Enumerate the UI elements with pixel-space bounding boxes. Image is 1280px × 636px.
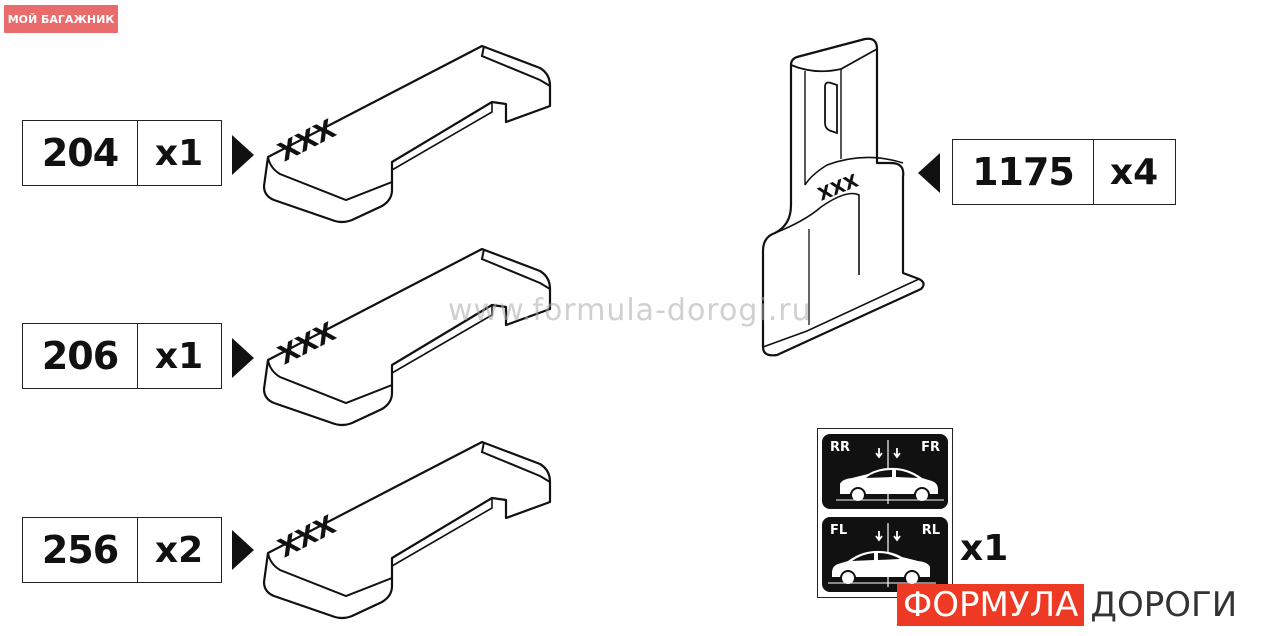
- logo-part2: ДОРОГИ: [1090, 585, 1238, 625]
- car-icon: [836, 440, 944, 504]
- pad-drawing-256: XXX: [262, 440, 552, 620]
- sticker-right-label: RL: [921, 523, 940, 538]
- watermark: www.formula-dorogi.ru: [448, 293, 812, 328]
- part-label-204: 204 x1: [22, 120, 222, 186]
- part-code: 1175: [953, 140, 1094, 204]
- sticker-left-label: FL: [830, 523, 848, 538]
- foot-bracket-drawing: XXX: [761, 37, 925, 357]
- pointer-arrow-icon: [232, 530, 254, 570]
- pad-drawing-206: XXX: [262, 247, 552, 427]
- part-code: 206: [23, 324, 138, 388]
- part-qty: x1: [154, 335, 204, 377]
- position-stickers: RR FR FL RL: [817, 428, 953, 598]
- part-qty: x2: [154, 529, 204, 571]
- logo-part1: ФОРМУЛА: [897, 584, 1085, 626]
- part-code: 204: [23, 121, 138, 185]
- pointer-arrow-icon: [232, 135, 254, 175]
- sticker-right-label: FR: [921, 440, 940, 455]
- part-label-256: 256 x2: [22, 517, 222, 583]
- part-label-206: 206 x1: [22, 323, 222, 389]
- part-label-1175: 1175 x4: [952, 139, 1176, 205]
- brand-logo: ФОРМУЛА ДОРОГИ: [897, 584, 1243, 626]
- car-icon: [828, 523, 936, 587]
- sticker-front-rear: FL RL: [822, 517, 948, 592]
- sticker-rear-front: RR FR: [822, 434, 948, 509]
- stickers-qty: x1: [960, 528, 1009, 569]
- pointer-arrow-icon: [918, 153, 940, 193]
- sticker-left-label: RR: [830, 440, 851, 455]
- pointer-arrow-icon: [232, 338, 254, 378]
- shop-badge: МОЙ БАГАЖНИК: [4, 5, 118, 33]
- part-code: 256: [23, 518, 138, 582]
- part-qty: x4: [1109, 151, 1159, 193]
- part-qty: x1: [154, 132, 204, 174]
- pad-drawing-204: XXX: [262, 44, 552, 224]
